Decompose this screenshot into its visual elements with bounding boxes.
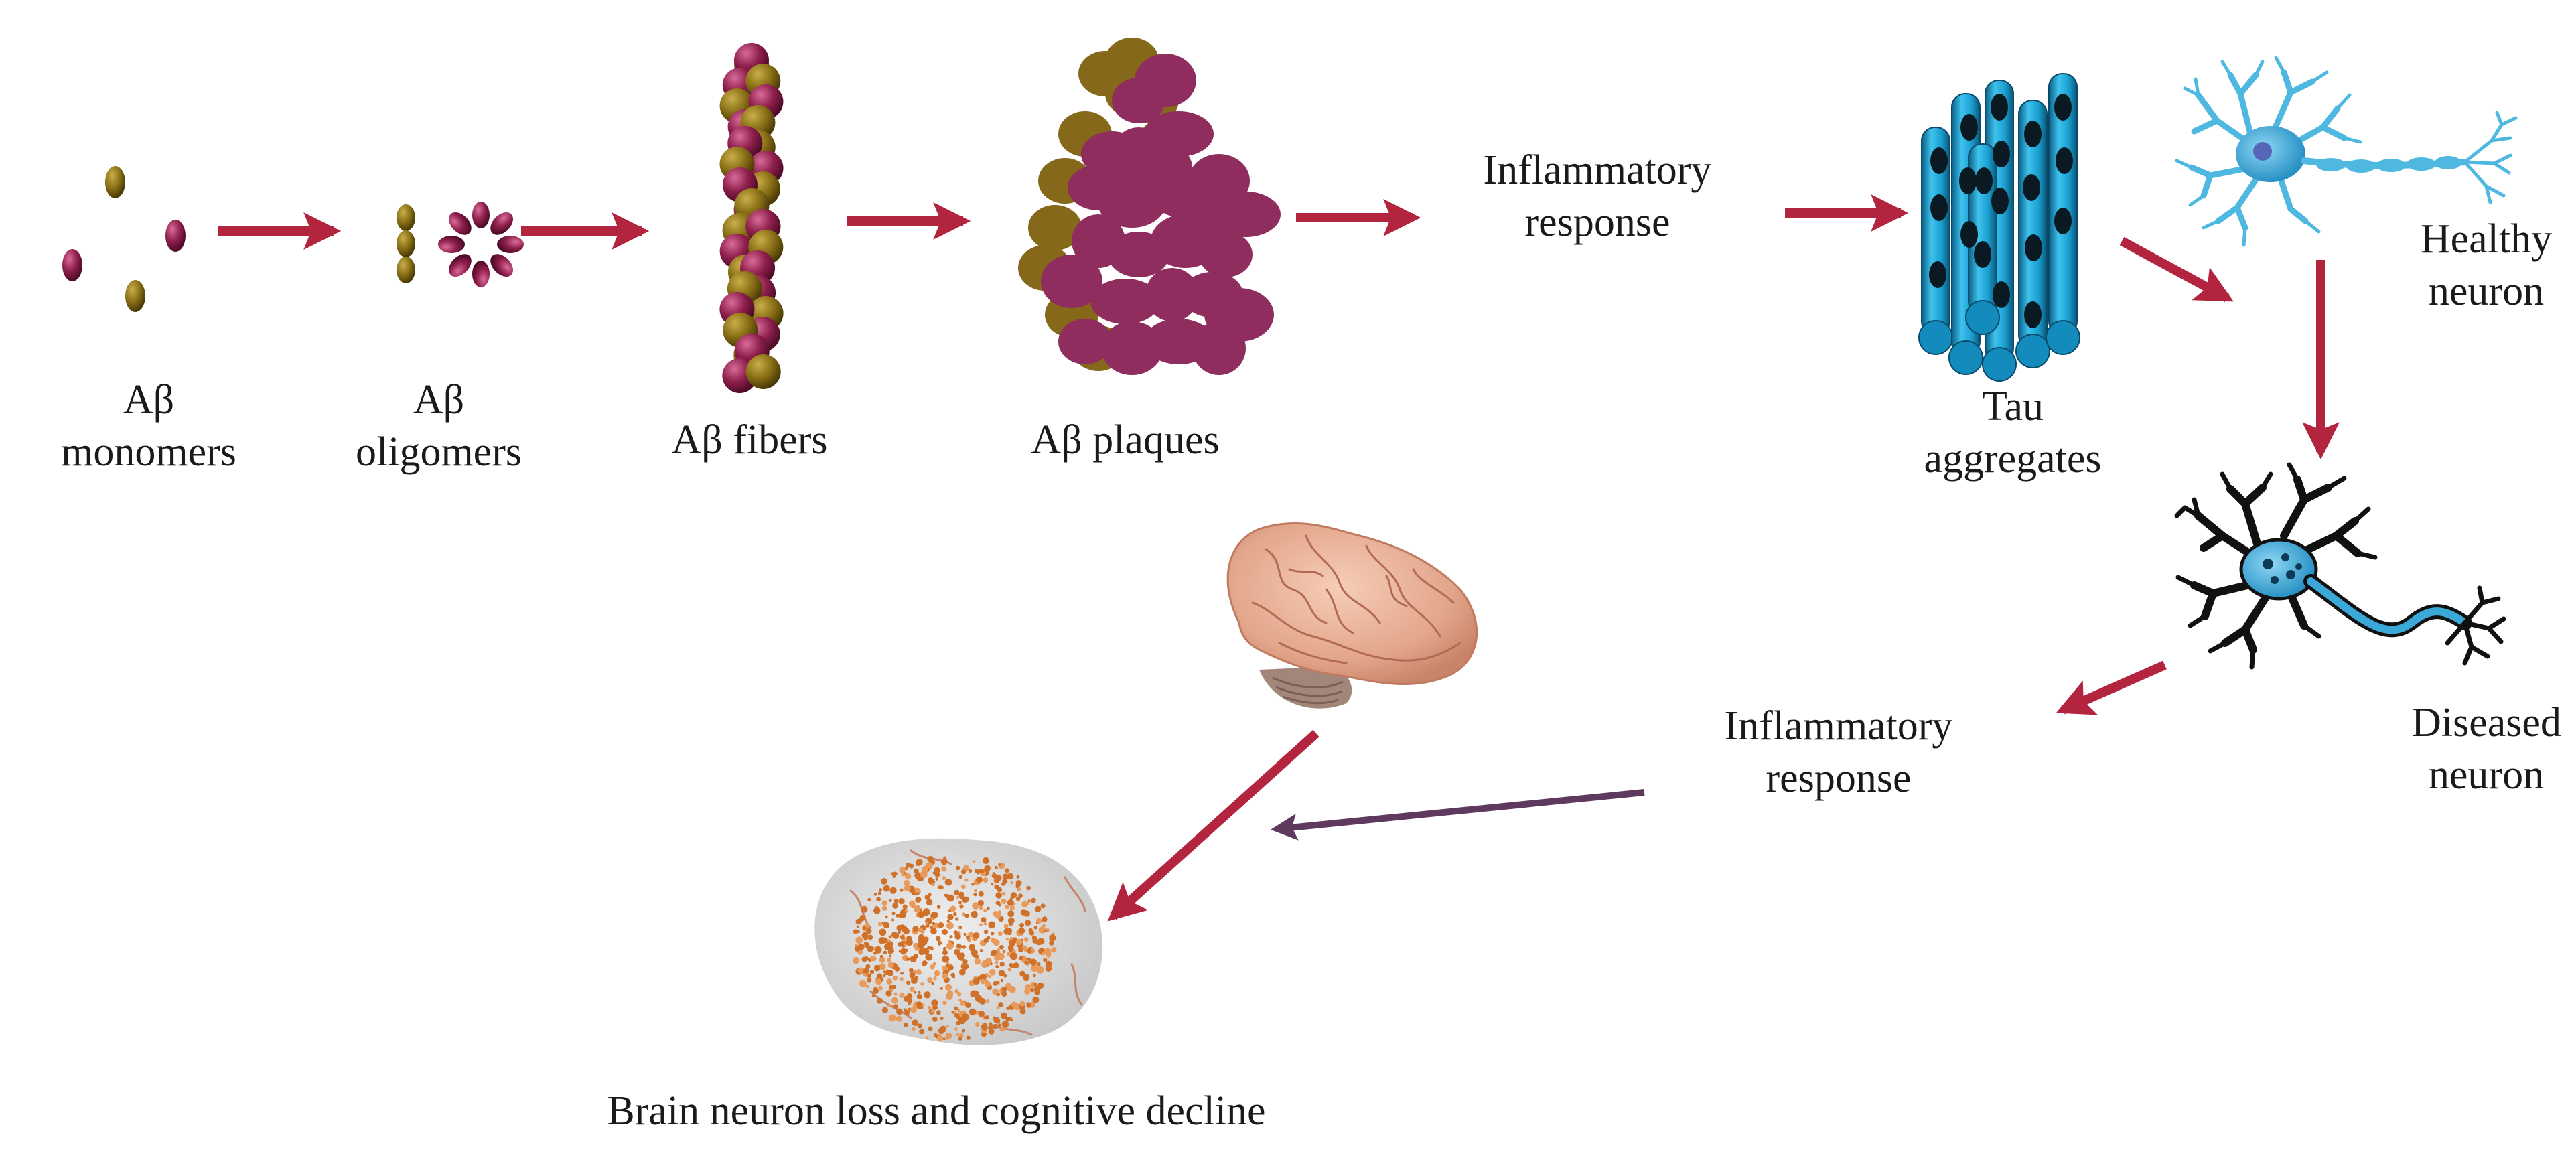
arrow-inflammation-to-brain-loss — [1271, 789, 1645, 841]
arrow-tau-to-neuron — [2119, 236, 2234, 303]
damaged-brain-icon — [814, 838, 1103, 1045]
label-fibers: Aβ fibers — [671, 417, 828, 463]
healthy-brain-icon — [1226, 522, 1478, 709]
oligomer-ring-icon — [397, 202, 524, 287]
monomer-molecules-icon — [62, 166, 186, 312]
label-brain-neuron-loss: Brain neuron loss and cognitive decline — [607, 1088, 1266, 1134]
diseased-neuron-icon — [2174, 462, 2506, 670]
fiber-strand-icon — [719, 43, 784, 393]
arrow-diseased-to-inflammation — [2056, 660, 2167, 715]
arrows — [218, 194, 2340, 922]
plaque-cluster-icon — [1018, 38, 1281, 375]
arrow-healthy-brain-to-damaged-brain — [1107, 729, 1319, 922]
healthy-neuron-icon — [2175, 56, 2518, 247]
label-plaques: Aβ plaques — [1031, 417, 1220, 463]
tau-filaments-icon — [1918, 73, 2080, 382]
